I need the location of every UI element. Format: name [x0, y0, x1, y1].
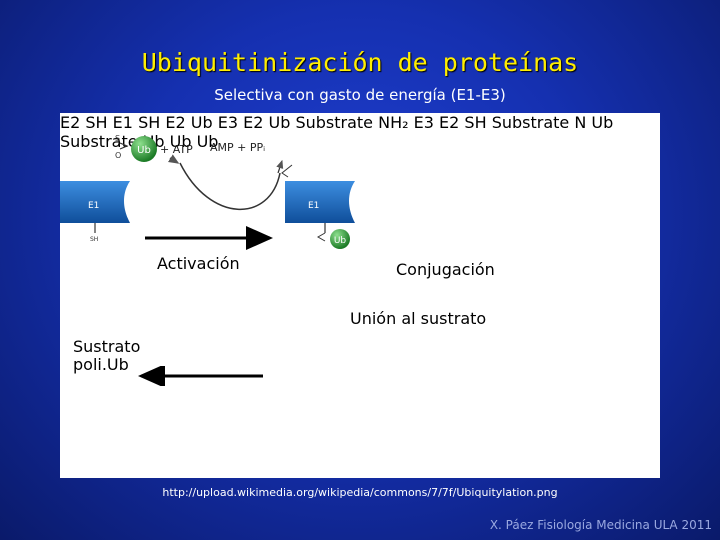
e1-enzyme-left: E1 SH: [60, 181, 130, 243]
slide-subtitle: Selectiva con gasto de energía (E1-E3): [214, 86, 506, 104]
conjugation-label: Conjugación: [396, 260, 495, 279]
e2-label-right: E2: [165, 113, 186, 132]
label-n: N: [574, 113, 587, 132]
substrate-label-left: Substrate: [60, 132, 138, 151]
e2-label-complex-right: E2: [243, 113, 264, 132]
e2-label-top: E2: [60, 113, 81, 132]
e3-label-middle: E3: [413, 113, 434, 132]
activation-curve: [179, 162, 281, 210]
polyub-substrate: Substrate Ub Ub Ub: [60, 132, 218, 151]
sh-label-e1top: SH: [138, 113, 161, 132]
label-s: S: [115, 134, 120, 143]
ub-atp-reagent: S O Ub + ATP: [115, 134, 193, 162]
polyub-label: Sustrato poli.Ub: [73, 337, 141, 374]
ub-label-chain-4: Ub: [196, 132, 219, 151]
ub-label: Ub: [137, 145, 151, 156]
substrate-label-middle: Substrate: [491, 113, 570, 132]
substrate-label-right: Substrate: [295, 113, 374, 132]
activation-label: Activación: [157, 254, 240, 273]
conjugation-curve: E2 Ub E3 E2 Ub Substrate NH₂: [60, 113, 614, 328]
e3-label-right: E3: [217, 113, 238, 132]
sh-label-e2top: SH: [85, 113, 108, 132]
e1-enzyme-middle: E1 Ub: [285, 181, 355, 249]
source-url: http://upload.wikimedia.org/wikipedia/co…: [162, 486, 558, 499]
nh2-label: NH₂: [378, 113, 409, 132]
ub-label-chain-3: Ub: [169, 132, 192, 151]
e2-label-complex-middle: E2: [439, 113, 460, 132]
e2-e3-complex-right: E3 E2 Ub Substrate NH₂: [218, 113, 414, 132]
ub-label-complex-right: Ub: [268, 113, 291, 132]
ub-molecule: [131, 136, 157, 162]
binding-arrow: E3 E2 Ub Substrate NH₂ E3 E2 SH Substrat…: [60, 113, 614, 328]
credit: X. Páez Fisiología Medicina ULA 2011: [489, 518, 712, 532]
ub-label-e1: Ub: [334, 236, 347, 246]
ub-label-complex-middle: Ub: [591, 113, 614, 132]
polyub-arrow: [138, 366, 263, 386]
e2-e1-top: E2 SH E1 SH: [60, 113, 165, 132]
amp-ppi-label: AMP + PPᵢ: [210, 141, 265, 154]
sh-label-left: SH: [90, 236, 98, 243]
ub-label-e2: Ub: [190, 113, 213, 132]
ubiquitylation-diagram: S O Ub + ATP AMP + PPᵢ E1 SH E1 Ub: [60, 134, 355, 250]
e1-label-middle: E1: [308, 201, 319, 211]
diagram-panel: S O Ub + ATP AMP + PPᵢ E1 SH E1 Ub: [60, 113, 660, 478]
slide-title: Ubiquitinización de proteínas: [141, 48, 579, 77]
e2-e3-complex-middle: E3 E2 SH Substrate N Ub: [414, 113, 614, 132]
label-o: O: [115, 151, 121, 160]
conjugation-arrow: E3 E2 Ub Substrate NH₂ E3 E2 SH Substrat…: [60, 113, 614, 328]
atp-label: + ATP: [160, 143, 193, 156]
e2-enzyme-right: E2 Ub: [165, 113, 217, 132]
vertical-arrow: E3 E2 Ub Substrate NH₂ E3 E2 SH Substrat…: [60, 113, 614, 328]
e1-label-left: E1: [88, 201, 99, 211]
sh-label-complex: SH: [464, 113, 487, 132]
dashed-arrow: Substrate Ub Ub Ub Activación Conjugació…: [60, 132, 495, 328]
e1-label-top: E1: [112, 113, 133, 132]
mid-gray-arrow: E3 E2 SH Substrate N Ub Substrate Ub Ub …: [60, 113, 614, 328]
binding-label: Unión al sustrato: [350, 309, 487, 328]
